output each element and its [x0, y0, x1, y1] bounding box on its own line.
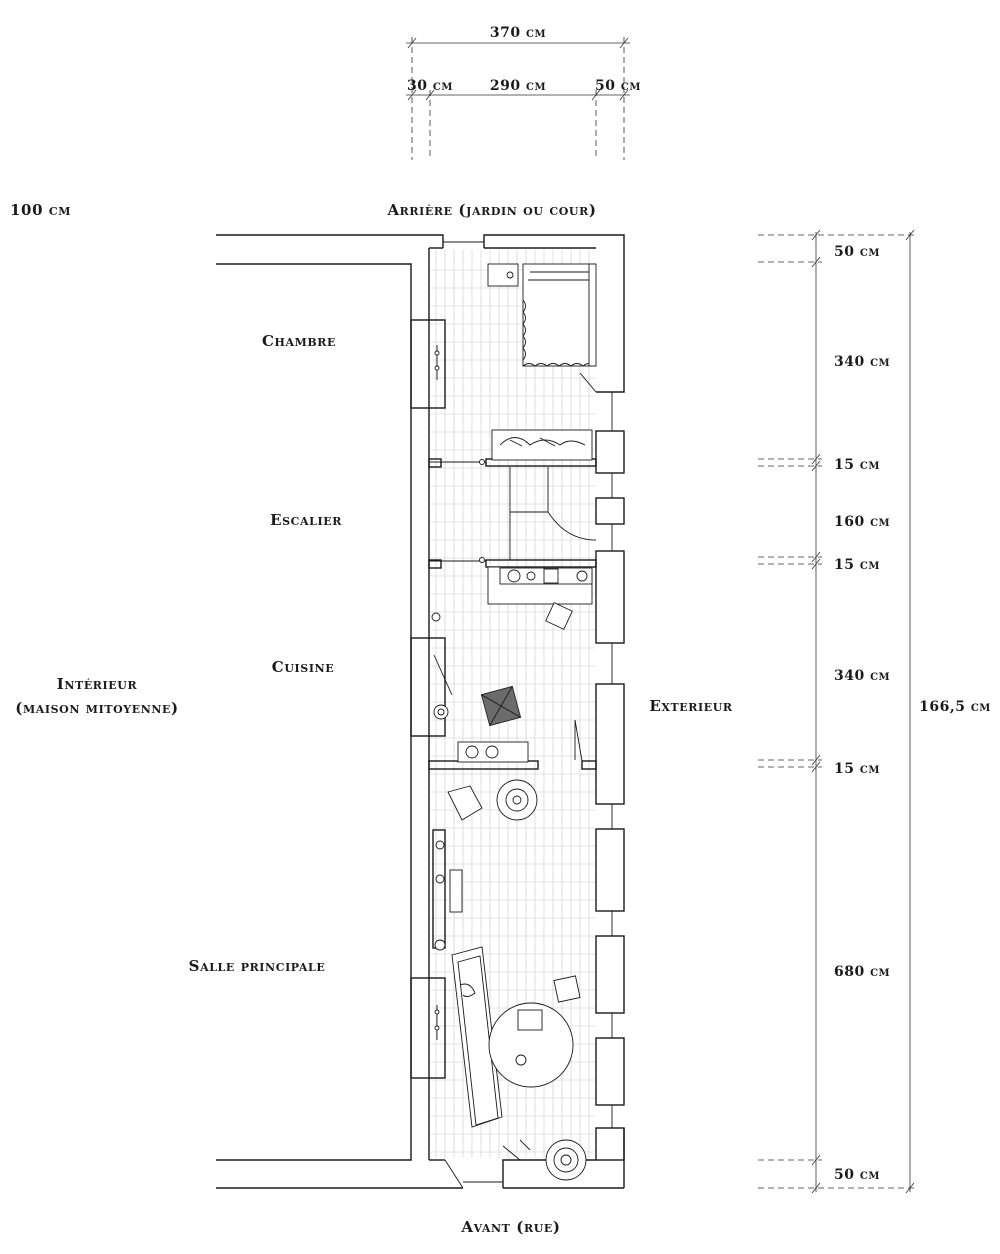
wall-niches [410, 319, 463, 1079]
dim-r5: 15 cm [834, 557, 880, 573]
kitchen-counter [457, 566, 593, 763]
building-walls [428, 234, 625, 1189]
label-front: Avant (rue) [460, 1218, 560, 1236]
bed [487, 263, 597, 367]
dim-r6: 340 cm [834, 668, 890, 684]
dim-r7: 15 cm [834, 761, 880, 777]
label-interior-sub: (maison mitoyenne) [15, 699, 178, 717]
label-rear: Arrière (jardin ou cour) [386, 201, 596, 219]
dim-left-30: 30 cm [407, 78, 453, 94]
neighbour-walls [216, 234, 463, 1189]
room-kitchen: Cuisine [272, 658, 334, 676]
label-left-100cm: 100 cm [10, 201, 71, 219]
room-stairs: Escalier [270, 511, 342, 529]
label-interior: Intérieur [57, 675, 138, 693]
room-bedroom: Chambre [262, 332, 336, 350]
dim-total-length: 166,5 cm [919, 699, 991, 715]
main-room-furniture [447, 779, 587, 1181]
kitchen-furniture [480, 602, 576, 760]
dim-total-width: 370 cm [490, 25, 546, 41]
dim-r2: 340 cm [834, 354, 890, 370]
label-exterior: Exterieur [649, 697, 733, 715]
staircase [491, 429, 597, 560]
right-dimensions [758, 229, 916, 1194]
dim-r4: 160 cm [834, 514, 890, 530]
dim-r1: 50 cm [834, 244, 880, 260]
dim-middle-290: 290 cm [490, 78, 546, 94]
dim-right-50: 50 cm [595, 78, 641, 94]
room-main: Salle principale [189, 957, 326, 975]
dim-r3: 15 cm [834, 457, 880, 473]
dim-r8: 680 cm [834, 964, 890, 980]
top-dimensions [406, 37, 630, 160]
dim-r9: 50 cm [834, 1167, 880, 1183]
